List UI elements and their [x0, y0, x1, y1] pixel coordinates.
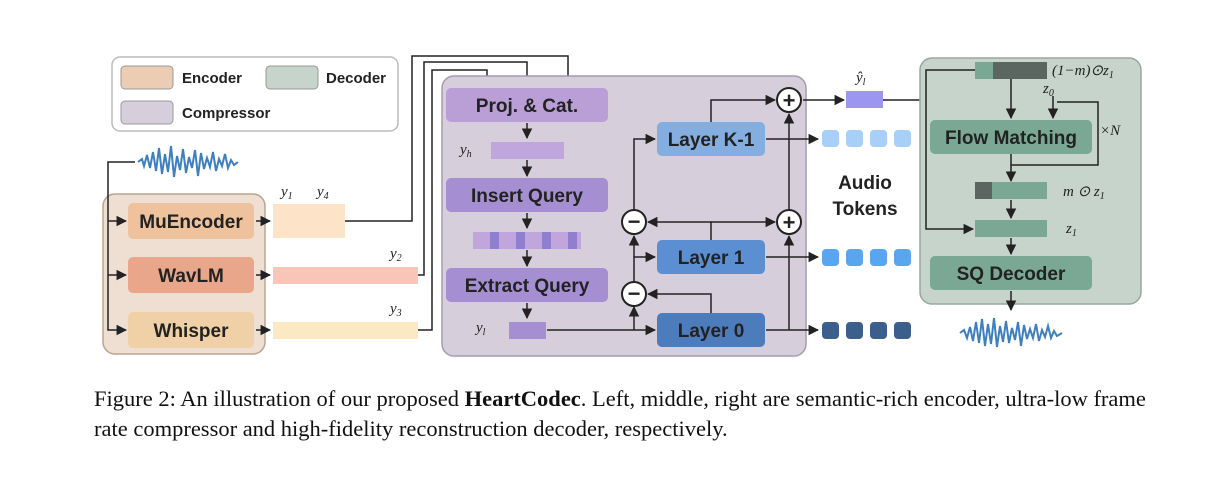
yl-label: yl: [474, 320, 486, 338]
feature-y3: [273, 322, 418, 339]
svg-text:Layer 0: Layer 0: [678, 321, 745, 342]
sq-decoder-box: [930, 256, 1092, 290]
plus-operator-top: +: [776, 87, 802, 113]
query-sequence: [473, 232, 581, 249]
yh-label: yh: [458, 142, 472, 160]
z1-label: z1: [1065, 221, 1077, 239]
legend-decoder-swatch: [265, 65, 319, 90]
minus-operator-high: −: [621, 209, 647, 235]
layer-1-box: [657, 240, 765, 274]
latent-z1: [975, 220, 1047, 237]
y2-label: y2: [388, 246, 402, 264]
y4-label: y4: [315, 184, 329, 202]
y1-label: y1: [279, 184, 293, 202]
m-z1-label: m ⊙ z1: [1063, 184, 1105, 202]
legend-encoder-swatch: [120, 65, 174, 90]
svg-text:Layer 1: Layer 1: [678, 248, 745, 269]
layer-0-box: [657, 313, 765, 347]
yl-hat-label: ŷl: [854, 70, 866, 88]
caption-model-name: HeartCodec: [464, 386, 581, 411]
svg-text:Proj. & Cat.: Proj. & Cat.: [476, 96, 578, 117]
feature-yh: [491, 142, 564, 159]
legend-encoder-label: Encoder: [182, 70, 242, 87]
svg-text:−: −: [628, 281, 641, 306]
minus-operator-low: −: [621, 281, 647, 307]
svg-text:Insert Query: Insert Query: [471, 186, 583, 207]
muencoder-box: [128, 203, 254, 239]
feature-yl-hat: [846, 91, 883, 108]
times-n-label: ×N: [1100, 123, 1121, 139]
tokens-0: [822, 322, 911, 339]
proj-cat-box: [446, 88, 608, 122]
flow-matching-box: [930, 120, 1092, 154]
legend-decoder-label: Decoder: [326, 70, 386, 87]
audio-tokens-label-1: Audio: [838, 173, 892, 194]
svg-text:+: +: [783, 88, 796, 113]
masked-latent: [975, 62, 1047, 79]
svg-text:WavLM: WavLM: [158, 266, 224, 287]
z0-label: z0: [1042, 81, 1054, 99]
svg-text:Whisper: Whisper: [154, 321, 230, 342]
caption-suffix: . Left, middle, right are semantic-rich …: [94, 386, 1146, 441]
audio-tokens-label-2: Tokens: [832, 199, 897, 220]
heartcodec-diagram: Encoder Decoder Compressor MuEncoder Wav…: [102, 55, 1142, 357]
extract-query-box: [446, 268, 608, 302]
plus-operator-mid: +: [776, 209, 802, 235]
legend-compressor-label: Compressor: [182, 105, 271, 122]
output-waveform-icon: [959, 317, 1063, 348]
svg-text:SQ Decoder: SQ Decoder: [957, 264, 1066, 285]
insert-query-box: [446, 178, 608, 212]
feature-y2: [273, 267, 418, 284]
svg-text:+: +: [783, 210, 796, 235]
decoder-panel: [919, 57, 1142, 305]
legend: Encoder Decoder Compressor: [111, 56, 399, 132]
wavlm-box: [128, 257, 254, 293]
partial-latent: [975, 182, 1047, 199]
feature-y1-y4: [273, 204, 345, 238]
input-waveform-icon: [137, 145, 239, 178]
figure-caption: Figure 2: An illustration of our propose…: [94, 384, 1174, 444]
encoder-panel: MuEncoder WavLM Whisper: [102, 193, 266, 355]
tokens-1: [822, 249, 911, 266]
svg-text:−: −: [628, 209, 641, 234]
tokens-k1: [822, 130, 911, 147]
svg-text:Flow Matching: Flow Matching: [945, 128, 1077, 149]
mask-label: (1−m)⊙z1: [1052, 63, 1114, 81]
y3-label: y3: [388, 301, 402, 319]
svg-text:MuEncoder: MuEncoder: [139, 212, 243, 233]
caption-prefix: Figure 2: An illustration of our propose…: [94, 386, 465, 411]
feature-yl: [509, 322, 546, 339]
svg-text:Layer K-1: Layer K-1: [668, 130, 755, 151]
legend-compressor-swatch: [120, 100, 174, 125]
svg-text:Extract Query: Extract Query: [465, 276, 590, 297]
layer-k1-box: [657, 122, 765, 156]
whisper-box: [128, 312, 254, 348]
